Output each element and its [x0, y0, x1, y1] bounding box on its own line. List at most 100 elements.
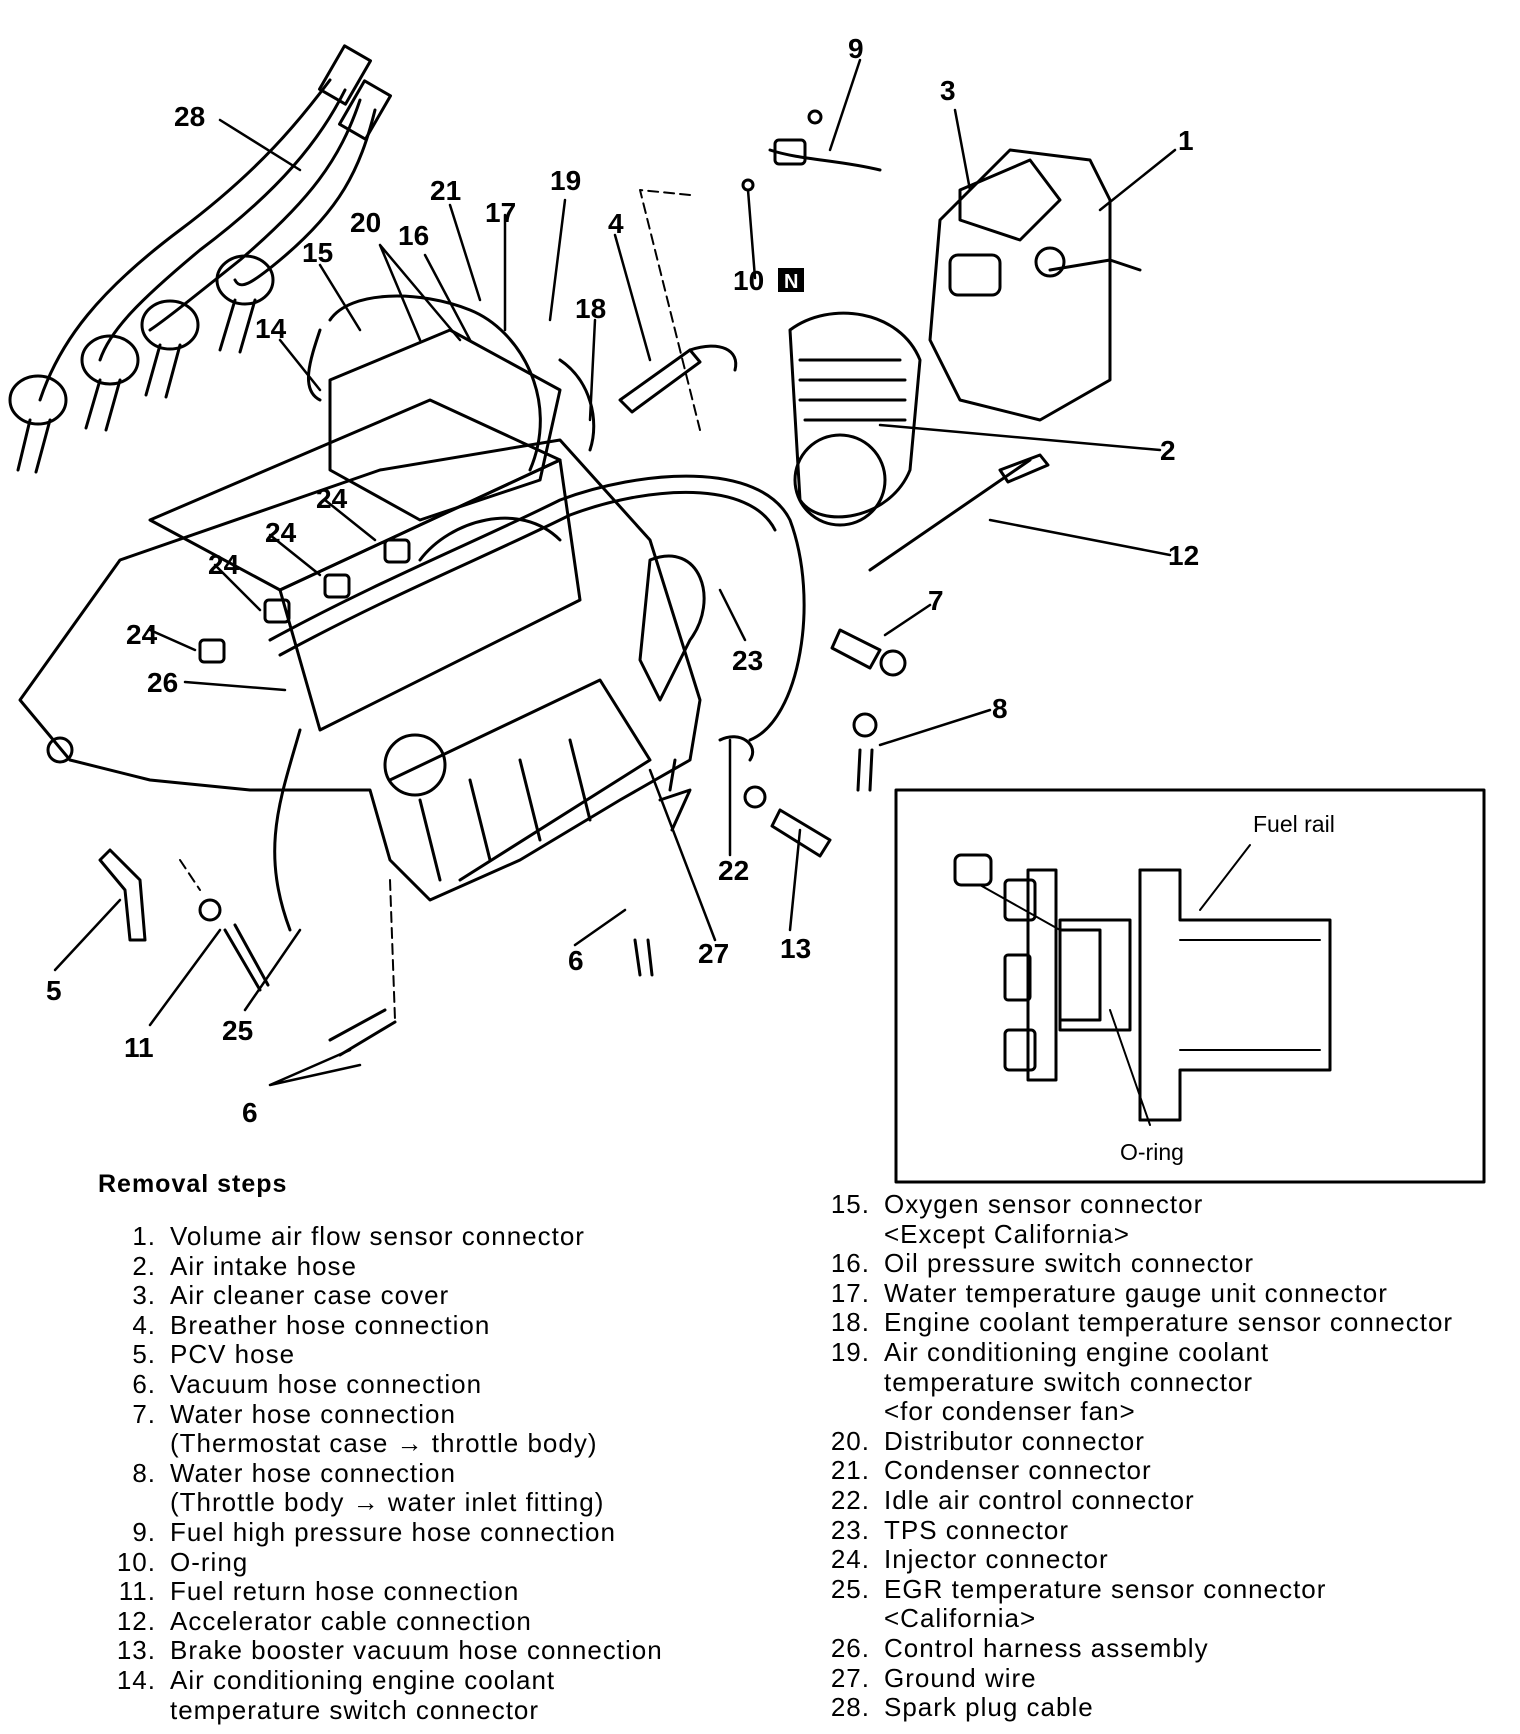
- removal-step: 21.Condenser connector: [812, 1456, 1453, 1486]
- callout-27: 27: [698, 938, 729, 969]
- spark-plug-cables: [8, 44, 392, 474]
- step-text-line: Control harness assembly: [884, 1632, 1209, 1663]
- step-text-line: Oxygen sensor connector: [884, 1189, 1204, 1219]
- step-text-line: Fuel high pressure hose connection: [170, 1516, 616, 1547]
- callout-9: 9: [848, 33, 864, 64]
- callout-8: 8: [992, 693, 1008, 724]
- step-text-line: Fuel return hose connection: [170, 1576, 520, 1607]
- step-text-line: (Thermostat case → throttle body): [170, 1428, 598, 1459]
- removal-step: 28.Spark plug cable: [812, 1692, 1453, 1723]
- step-text: Vacuum hose connection: [156, 1369, 482, 1400]
- removal-step: 4. Breather hose connection: [98, 1309, 663, 1341]
- callout-6a: 6: [568, 945, 584, 976]
- callout-20: 20: [350, 207, 381, 238]
- removal-steps-right: 15.Oxygen sensor connector<Except Califo…: [812, 1189, 1453, 1723]
- step-number: 13.: [116, 1635, 156, 1666]
- step-text: Engine coolant temperature sensor connec…: [870, 1308, 1453, 1338]
- callout-2: 2: [1160, 435, 1176, 466]
- step-text: Control harness assembly: [870, 1632, 1209, 1664]
- removal-step: 12.Accelerator cable connection: [98, 1606, 663, 1637]
- removal-step: 17.Water temperature gauge unit connecto…: [812, 1277, 1453, 1309]
- removal-step: 8.Water hose connection(Throttle body → …: [98, 1457, 663, 1518]
- step-text: Volume air flow sensor connector: [156, 1221, 585, 1252]
- removal-step: 27.Ground wire: [812, 1662, 1453, 1694]
- step-number: 19.: [830, 1336, 870, 1367]
- step-text-line: Engine coolant temperature sensor connec…: [884, 1307, 1454, 1338]
- step-text-line: Water hose connection: [170, 1457, 456, 1488]
- inset-fuel-rail-label: Fuel rail: [1253, 811, 1335, 837]
- step-text-line: Air cleaner case cover: [170, 1280, 450, 1311]
- removal-steps-left: 1. Volume air flow sensor connector 2. Air …: [98, 1221, 663, 1725]
- callout-25: 25: [222, 1015, 253, 1046]
- step-text: Brake booster vacuum hose connection: [156, 1636, 663, 1666]
- removal-step: 16. Oil pressure switch connector: [812, 1249, 1453, 1279]
- air-intake-hose: [788, 311, 922, 527]
- removal-step: 6.Vacuum hose connection: [98, 1368, 663, 1400]
- step-text-line: Volume air flow sensor connector: [170, 1221, 585, 1251]
- step-text-line: Air conditioning engine coolant: [170, 1664, 556, 1695]
- step-text: O-ring: [156, 1546, 249, 1578]
- step-text-line: Breather hose connection: [170, 1309, 491, 1340]
- step-text-line: Air conditioning engine coolant: [884, 1336, 1270, 1367]
- step-number: 10.: [116, 1546, 156, 1577]
- callout-labels: 28 9 3 1 21 17 19 20 16 15 4 14 18 10 N …: [46, 33, 1335, 1165]
- step-number: 28.: [830, 1692, 870, 1723]
- step-text: Air intake hose: [156, 1250, 357, 1282]
- step-number: 20.: [830, 1425, 870, 1456]
- step-text-line: EGR temperature sensor connector: [884, 1573, 1327, 1604]
- step-text-line: Ground wire: [884, 1662, 1037, 1693]
- accelerator-cable: [868, 453, 1050, 572]
- step-text: Oxygen sensor connector<Except Californi…: [870, 1189, 1204, 1249]
- step-text-line: <for condenser fan>: [884, 1396, 1136, 1427]
- step-number: 11.: [118, 1576, 156, 1607]
- step-number: 18.: [830, 1307, 870, 1338]
- svg-text:N: N: [784, 271, 798, 293]
- step-text-line: O-ring: [170, 1546, 249, 1577]
- small-hoses: [98, 628, 907, 1057]
- engine-block: [18, 328, 706, 902]
- breather-hose: [618, 344, 738, 414]
- step-number: 4.: [132, 1309, 156, 1340]
- callout-19: 19: [550, 165, 581, 196]
- step-number: 2.: [132, 1250, 156, 1281]
- callout-4: 4: [608, 208, 624, 239]
- callout-24b: 24: [265, 517, 297, 548]
- step-text-line: Oil pressure switch connector: [884, 1248, 1255, 1279]
- removal-step: 7.Water hose connection(Thermostat case …: [98, 1399, 663, 1459]
- step-number: 17.: [830, 1277, 870, 1308]
- removal-step: 1. Volume air flow sensor connector: [98, 1221, 663, 1252]
- step-text: TPS connector: [870, 1515, 1069, 1546]
- step-number: 9.: [132, 1516, 156, 1547]
- guide-lines: [179, 189, 701, 1021]
- step-text: Idle air control connector: [870, 1485, 1195, 1516]
- fuel-rail-inset: [894, 788, 1486, 1184]
- step-number: 8.: [132, 1457, 156, 1488]
- step-number: 24.: [830, 1544, 870, 1575]
- step-text: Ground wire: [870, 1662, 1037, 1694]
- step-text-line: Air intake hose: [170, 1250, 357, 1281]
- leader-lines: [53, 58, 1177, 1087]
- step-number: 6.: [132, 1368, 156, 1399]
- step-number: 23.: [830, 1514, 870, 1545]
- step-text: Water hose connection(Throttle body → wa…: [156, 1457, 604, 1518]
- callout-16: 16: [398, 220, 429, 251]
- callout-15: 15: [302, 237, 333, 268]
- step-number: 3.: [132, 1280, 156, 1311]
- step-number: 1.: [132, 1221, 156, 1251]
- control-harness: [268, 294, 806, 932]
- removal-step: 24.Injector connector: [812, 1545, 1453, 1575]
- step-number: 16.: [830, 1248, 870, 1279]
- removal-step: 2. Air intake hose: [98, 1250, 663, 1282]
- removal-step: 13.Brake booster vacuum hose connection: [98, 1636, 663, 1666]
- removal-step: 22.Idle air control connector: [812, 1485, 1453, 1516]
- step-text-line: temperature switch connector: [884, 1366, 1254, 1397]
- step-text: Breather hose connection: [156, 1309, 491, 1341]
- callout-3: 3: [940, 75, 956, 106]
- callout-10: 10: [733, 265, 764, 296]
- step-text: Water hose connection(Thermostat case → …: [156, 1399, 598, 1459]
- callout-17: 17: [485, 197, 516, 228]
- step-text: Fuel return hose connection: [156, 1577, 519, 1607]
- callout-21: 21: [430, 175, 461, 206]
